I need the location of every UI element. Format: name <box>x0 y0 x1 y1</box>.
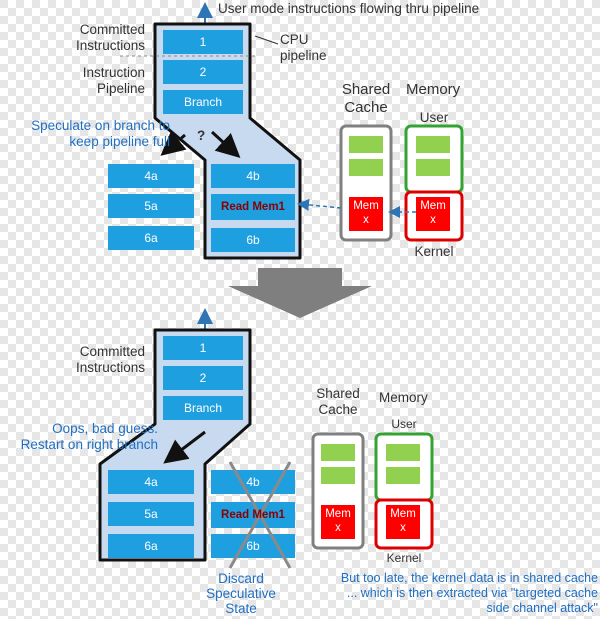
bottom-stage-box-branch <box>163 396 243 420</box>
bottom-stage-label-1: 1 <box>199 341 207 355</box>
cache-mem-label: Mem x <box>353 200 379 226</box>
path-a-box-4a <box>108 164 194 188</box>
speculative-branch-arrow <box>160 131 187 156</box>
cache-block-2 <box>349 159 383 176</box>
path-b-label-6b: 6b <box>246 233 260 247</box>
bottom-path-a-box-5a <box>108 502 194 526</box>
bottom-path-a-box-4a <box>108 470 194 494</box>
stage-label-branch: Branch <box>183 95 223 109</box>
path-a-box-5a <box>108 194 194 218</box>
committed-instructions-label: Committed Instructions <box>75 22 145 53</box>
path-b-box-6b <box>211 228 295 252</box>
kernel-label: Kernel <box>414 244 454 259</box>
bottom-stage-label-2: 2 <box>199 371 207 385</box>
cpu-pipeline-label: CPU pipeline <box>280 32 327 63</box>
memory-mem-label: Mem x <box>420 200 446 226</box>
cache-mem-block <box>349 197 383 231</box>
path-a-label-4a: 4a <box>144 169 158 183</box>
memory-block-2 <box>416 159 450 176</box>
shared-cache-label: Shared Cache <box>341 81 391 116</box>
bottom-kernel-label: Kernel <box>386 551 422 565</box>
bottom-path-a-label-4a: 4a <box>144 475 158 489</box>
bottom-path-a-label-6a: 6a <box>144 539 158 553</box>
stage-label-2: 2 <box>199 65 207 79</box>
bottom-path-a-box-6a <box>108 534 194 558</box>
oops-note: Oops, bad guess. Restart on right branch <box>20 421 158 452</box>
bottom-path-b-label-4b: 4b <box>246 475 260 489</box>
restart-branch-arrow <box>163 430 206 464</box>
cpu-pointer-line <box>254 35 279 45</box>
stage-label-1: 1 <box>199 35 207 49</box>
transition-arrow <box>228 268 372 318</box>
bottom-stage-label-branch: Branch <box>183 401 223 415</box>
bottom-path-b-label-readmem: Read Mem1 <box>221 509 285 521</box>
memory-mem-block <box>416 197 450 231</box>
user-label: User <box>419 110 449 125</box>
bottom-cache-mem-label: Mem x <box>325 508 351 534</box>
path-a-label-6a: 6a <box>144 231 158 245</box>
bottom-path-b-label-6b: 6b <box>246 539 260 553</box>
bottom-cache-mem-block <box>321 505 355 539</box>
bottom-path-b-box-readmem <box>211 502 295 528</box>
question-mark: ? <box>197 128 206 143</box>
bottom-memory-label: Memory <box>379 390 428 405</box>
actual-branch-arrow <box>210 130 241 159</box>
path-b-box-4b <box>211 164 295 188</box>
bottom-user-label: User <box>391 417 417 431</box>
bottom-path-a-label-5a: 5a <box>144 507 158 521</box>
path-a-label-5a: 5a <box>144 199 158 213</box>
bottom-memory-block-2 <box>386 467 420 484</box>
bottom-stage-box-1 <box>163 336 243 360</box>
bottom-memory-mem-block <box>386 505 420 539</box>
cache-block-1 <box>349 136 383 153</box>
bottom-memory-block-1 <box>386 444 420 461</box>
bottom-committed-label: Committed Instructions <box>75 344 145 375</box>
bottom-cache-block-2 <box>321 467 355 484</box>
memory-label: Memory <box>406 81 461 98</box>
memory-block-1 <box>416 136 450 153</box>
path-b-box-readmem <box>211 194 295 220</box>
path-b-label-readmem: Read Mem1 <box>221 201 285 213</box>
bottom-memory-mem-label: Mem x <box>390 508 416 534</box>
bottom-cache-block-1 <box>321 444 355 461</box>
instruction-pipeline-label: Instruction Pipeline <box>82 65 145 96</box>
path-a-box-6a <box>108 226 194 250</box>
bottom-shared-cache-label: Shared Cache <box>316 386 360 417</box>
bottom-path-b-box-4b <box>211 470 295 494</box>
discard-label: Discard Speculative State <box>206 571 276 616</box>
speculate-note: Speculate on branch to keep pipeline ful… <box>31 118 170 149</box>
discard-cross-line-2 <box>228 461 292 569</box>
stage-box-2 <box>163 60 243 84</box>
stage-box-1 <box>163 30 243 54</box>
path-b-label-4b: 4b <box>246 169 260 183</box>
stage-box-branch <box>163 90 243 114</box>
conclusion-note: But too late, the kernel data is in shar… <box>340 571 598 615</box>
bottom-stage-box-2 <box>163 366 243 390</box>
pipeline-header: User mode instructions flowing thru pipe… <box>218 1 480 16</box>
